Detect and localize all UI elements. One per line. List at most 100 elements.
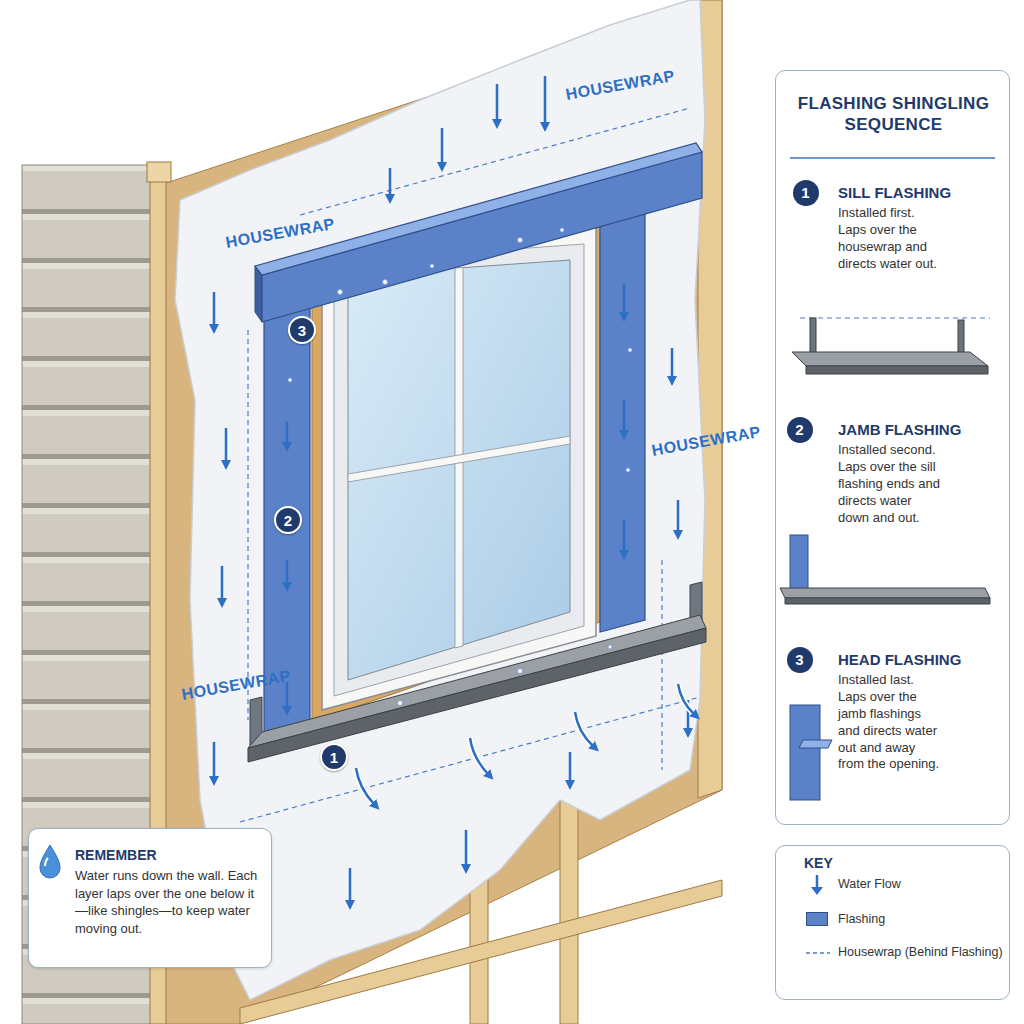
legend-swatch xyxy=(806,912,828,926)
water-droplet xyxy=(560,228,564,232)
housewrap-dashed-line xyxy=(800,317,990,318)
water-flow-arrow xyxy=(286,422,289,444)
water-flow-arrow xyxy=(349,868,352,902)
water-flow-arrow xyxy=(677,500,680,532)
callout-circle: 1 xyxy=(320,743,348,771)
legend-dash-sample xyxy=(805,942,831,964)
sill-end-dam xyxy=(810,318,816,358)
window-mullion xyxy=(348,436,570,482)
housewrap-label: HOUSEWRAP xyxy=(650,423,762,460)
water-flow-arrow xyxy=(389,168,392,196)
step-number: 3 xyxy=(795,651,803,668)
water-droplet xyxy=(518,238,523,243)
legend-dash-line xyxy=(806,952,830,954)
callout-number: 3 xyxy=(298,322,306,339)
sill-flashing-top xyxy=(792,352,988,366)
remember-heading: REMEMBER xyxy=(75,847,157,863)
water-droplet xyxy=(626,468,630,472)
step-number: 1 xyxy=(801,184,809,201)
key-heading: KEY xyxy=(804,855,833,871)
arrow-halo xyxy=(575,712,593,746)
water-flow-arrow xyxy=(221,566,224,600)
water-flow-arrow xyxy=(441,128,444,164)
water-flow-arrow xyxy=(678,684,694,714)
callout-number: 1 xyxy=(330,749,338,766)
water-flow-arrow xyxy=(623,400,626,432)
step-heading: JAMB FLASHING xyxy=(838,421,961,438)
legend-row: Water Flow xyxy=(805,874,1010,896)
step-number-circle: 3 xyxy=(787,647,813,673)
legend-arrow-shaft xyxy=(816,875,819,888)
water-droplet xyxy=(398,701,403,706)
arrow-halo xyxy=(470,738,488,774)
step-description: Installed last. Laps over the jamb flash… xyxy=(838,672,942,773)
water-droplet xyxy=(518,669,523,674)
housewrap-dashed-line xyxy=(247,330,248,720)
callout-circle: 3 xyxy=(288,316,316,344)
water-flow-arrow xyxy=(671,348,674,378)
sill-flashing-face xyxy=(806,366,988,374)
window-glass xyxy=(348,260,570,680)
water-flow-arrow xyxy=(465,830,468,866)
water-droplet xyxy=(338,290,343,295)
step-heading: SILL FLASHING xyxy=(838,184,951,201)
water-flow-arrow xyxy=(575,712,593,746)
water-flow-arrow xyxy=(286,682,289,708)
housewrap-label: HOUSEWRAP xyxy=(564,67,676,104)
legend-arrow-sample xyxy=(805,874,831,896)
water-flow-arrow xyxy=(225,428,228,462)
stud-top xyxy=(147,162,171,182)
head-flashing-lip xyxy=(255,143,702,275)
housewrap-label: HOUSEWRAP xyxy=(180,667,292,704)
water-droplet xyxy=(383,280,388,285)
legend-row: Flashing xyxy=(805,909,1010,931)
sill-flashing-face xyxy=(248,628,706,762)
water-flow-arrow xyxy=(569,752,572,782)
legend-text: Flashing xyxy=(838,912,885,926)
legend-row: Housewrap (Behind Flashing) xyxy=(805,942,1010,964)
jamb-flashing xyxy=(600,183,645,632)
legend-text: Housewrap (Behind Flashing) xyxy=(838,945,1003,959)
step-number-circle: 2 xyxy=(787,417,813,443)
head-flashing xyxy=(262,152,702,322)
wall-stud xyxy=(560,790,578,1024)
water-flow-arrow xyxy=(356,768,374,804)
water-droplet xyxy=(288,378,292,382)
water-flow-arrow xyxy=(213,742,216,778)
arrow-halo xyxy=(356,768,374,804)
window-sash xyxy=(334,244,584,696)
water-flow-arrow xyxy=(496,84,499,121)
window-frame xyxy=(322,228,596,710)
callout-number: 2 xyxy=(284,512,292,529)
panel-heading: FLASHING SHINGLING SEQUENCE xyxy=(786,93,1001,136)
remember-note: Water runs down the wall. Each layer lap… xyxy=(75,867,263,937)
legend-text: Water Flow xyxy=(838,877,901,891)
step-number: 2 xyxy=(795,421,803,438)
housewrap-dashed-line xyxy=(661,560,662,770)
sill-flashing-face xyxy=(785,598,990,604)
jamb-flashing xyxy=(790,705,820,800)
drop-highlight xyxy=(45,858,48,866)
sill-flashing-top xyxy=(780,588,990,598)
water-droplet xyxy=(430,264,434,268)
water-flow-arrow xyxy=(623,520,626,552)
head-flashing-lip xyxy=(799,740,832,748)
step-description: Installed second. Laps over the sill fla… xyxy=(838,442,942,526)
housewrap-label: HOUSEWRAP xyxy=(224,215,336,252)
sill-end-dam xyxy=(958,320,964,358)
sill-flashing-top xyxy=(248,615,706,748)
step-description: Installed first. Laps over the housewrap… xyxy=(838,205,942,273)
arrow-halo xyxy=(678,684,694,714)
water-drop-icon xyxy=(40,845,60,878)
water-flow-arrow xyxy=(470,738,488,774)
water-flow-arrow xyxy=(286,560,289,584)
step-number-circle: 1 xyxy=(793,180,819,206)
step-heading: HEAD FLASHING xyxy=(838,651,961,668)
water-flow-arrow xyxy=(623,284,626,314)
water-flow-arrow xyxy=(544,76,547,124)
water-flow-arrow xyxy=(213,292,216,326)
water-droplet xyxy=(608,645,612,649)
